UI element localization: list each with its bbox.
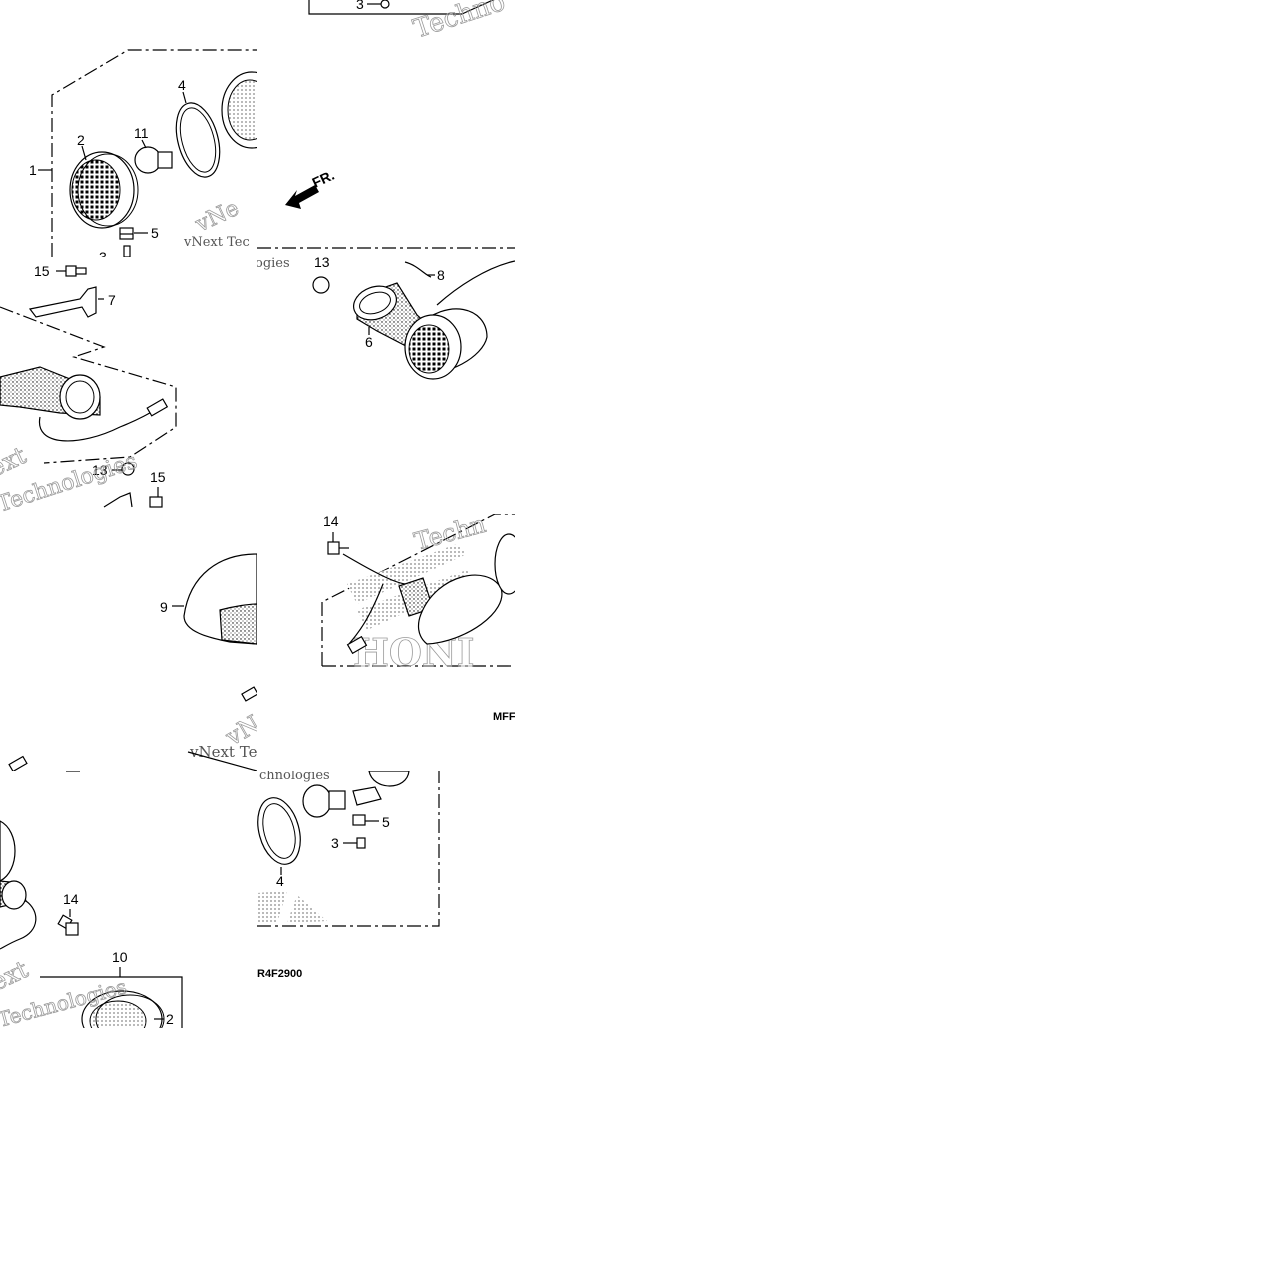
diagram-code-2: R4F2900: [257, 968, 302, 980]
nut-part: [352, 814, 366, 826]
grommet-part: [312, 276, 330, 294]
callout-3-top: 3: [356, 0, 364, 12]
bracket-part: [28, 286, 97, 318]
bolt-part: [149, 496, 163, 508]
connector-part: [8, 755, 28, 771]
watermark: vNext Tec: [189, 743, 257, 761]
callout-8: 8: [437, 267, 445, 283]
callout-14-b: 14: [63, 891, 79, 907]
diagram-tile-top-right: 3 Techno FR.: [257, 0, 515, 257]
rear-lens-part: [404, 308, 488, 380]
watermark: Techno: [410, 0, 509, 45]
callout-14: 14: [323, 514, 339, 529]
bolt-part: [57, 914, 79, 936]
housing-part: [221, 71, 257, 149]
callout-10: 10: [112, 949, 128, 965]
bulb-part: [134, 146, 173, 174]
connector-part: [146, 398, 169, 417]
front-direction-label: FR.: [310, 167, 337, 191]
callout-5: 5: [151, 225, 159, 241]
callout-6: 6: [365, 334, 373, 350]
housing-part: [352, 771, 410, 806]
watermark: ext: [0, 955, 33, 996]
rear-bullet-lens-part: [398, 533, 515, 645]
grommet-part: [121, 462, 135, 476]
callout-3: 3: [99, 249, 107, 257]
diagram-tile-lower-right: Techn HONI 14 MFF: [257, 514, 515, 771]
callout-5-b: 5: [382, 814, 390, 830]
callout-2-b: 2: [166, 1011, 174, 1027]
turn-signal-stay-drawing: 15 7 13 15 ext Technologies: [0, 263, 177, 514]
bolt-part: [327, 541, 349, 555]
signal-body-part: [0, 820, 27, 910]
rear-left-signal-drawing: 14 10 2 ext Technologies: [0, 771, 183, 1028]
callout-4: 4: [178, 77, 186, 93]
stem-housing-part: [0, 366, 101, 420]
lens-part: [69, 151, 139, 229]
diagram-tile-lower-left: 9 vNext Tec vNe: [0, 514, 257, 771]
diagram-tile-bottom-right: chnologies 5 3 4 R4F2900: [257, 771, 515, 1028]
front-direction-arrow-icon: [285, 185, 319, 209]
callout-13: 13: [92, 462, 108, 478]
diagram-tile-top-left: 1 2 11 4 5 3 vNext Tec: [0, 0, 257, 257]
rear-right-signal-parts-drawing: chnologies 5 3 4 R4F2900: [257, 771, 440, 980]
front-turn-signal-assembly-drawing: 1 2 11 4 5 3 vNext Tec: [29, 49, 257, 257]
connector-part: [241, 686, 257, 702]
screw-part: [356, 837, 366, 849]
signal-body-part: [183, 553, 257, 645]
callout-7: 7: [108, 292, 116, 308]
callout-1: 1: [29, 162, 37, 178]
diagram-tile-bottom-left: 14 10 2 ext Technologies: [0, 771, 257, 1028]
diagram-tile-middle-right: ogies 13 8 6: [257, 257, 515, 514]
watermark: ext: [0, 441, 31, 482]
callout-4-b: 4: [276, 873, 284, 889]
gasket-ring-part: [257, 797, 301, 865]
diagram-tile-middle-left: 15 7 13 15 ext Technologies: [0, 257, 257, 514]
bolt-part: [65, 265, 87, 277]
screw-part: [123, 245, 131, 257]
callout-15: 15: [34, 263, 50, 279]
bulb-part: [302, 784, 346, 818]
watermark: vNext Tec: [183, 235, 250, 250]
callout-11: 11: [134, 125, 149, 141]
nut-part: [119, 227, 134, 240]
watermark: chnologies: [259, 771, 330, 783]
watermark: vNe: [191, 196, 243, 238]
bolt-part: [380, 0, 390, 9]
callout-2: 2: [77, 132, 85, 148]
watermark: ogies: [257, 257, 290, 271]
honda-wing-watermark-icon: [257, 891, 327, 923]
front-signal-body-drawing: 9 vNext Tec vNe: [8, 553, 257, 771]
gasket-ring-part: [175, 102, 221, 178]
callout-9: 9: [160, 599, 168, 615]
mount-part: [103, 492, 133, 508]
rear-signal-drawing: ogies 13 8 6: [257, 257, 515, 380]
callout-13-b: 13: [314, 257, 330, 270]
callout-15-b: 15: [150, 469, 166, 485]
direction-area-drawing: 3 Techno FR.: [257, 0, 515, 249]
callout-3-b: 3: [331, 835, 339, 851]
lens-part: [81, 990, 165, 1028]
rear-signal-assembly-drawing: Techn HONI 14 MFF: [321, 514, 515, 723]
diagram-code: MFF: [493, 711, 515, 723]
connector-part: [346, 635, 368, 655]
